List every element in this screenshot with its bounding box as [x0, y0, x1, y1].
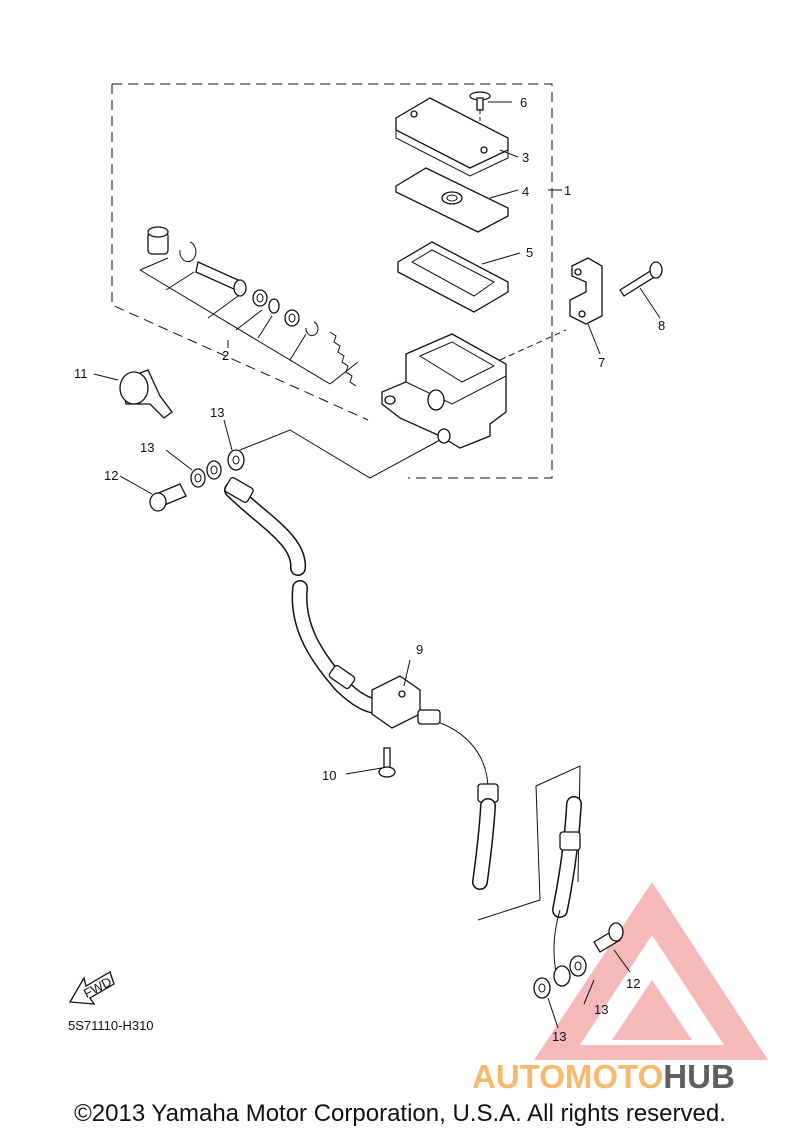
- part-2-piston-kit: [139, 226, 359, 387]
- fwd-arrow-icon: FWD: [68, 971, 115, 1005]
- copyright-notice: ©2013 Yamaha Motor Corporation, U.S.A. A…: [74, 1100, 726, 1127]
- callout-4: 4: [522, 184, 529, 199]
- callout-13d: 13: [552, 1029, 566, 1044]
- callout-5: 5: [526, 245, 533, 260]
- callout-8: 8: [658, 318, 665, 333]
- part-1-master-cylinder-body: [381, 333, 507, 449]
- leader-clamp: [499, 329, 567, 361]
- brake-hose-lower: [552, 796, 582, 973]
- part-4-diaphragm-plate: [395, 167, 509, 233]
- callout-3: 3: [522, 150, 529, 165]
- brake-hose-upper: [224, 477, 390, 715]
- watermark-text-part2: HUB: [663, 1058, 735, 1095]
- assembly-boundary: [111, 83, 553, 479]
- callout-2: 2: [222, 348, 229, 363]
- callout-13a: 13: [210, 405, 224, 420]
- part-10-bolt: [378, 747, 396, 778]
- callout-7: 7: [598, 355, 605, 370]
- watermark-text-part1: AUTOMOTO: [472, 1058, 664, 1095]
- callout-1: 1: [564, 183, 571, 198]
- watermark-logo-triangle: [534, 882, 768, 1060]
- watermark-text: AUTOMOTOHUB: [472, 1058, 735, 1096]
- brake-hose-middle: [417, 709, 499, 890]
- callout-12a: 12: [104, 468, 118, 483]
- callout-13b: 13: [140, 440, 154, 455]
- callout-6: 6: [520, 95, 527, 110]
- callout-10: 10: [322, 768, 336, 783]
- part-11-boot: [119, 369, 173, 419]
- fwd-label: FWD: [81, 974, 114, 1001]
- callout-13c: 13: [594, 1002, 608, 1017]
- callout-12b: 12: [626, 976, 640, 991]
- callout-9: 9: [416, 642, 423, 657]
- part-8-bolt: [619, 261, 663, 297]
- callout-11: 11: [74, 366, 88, 381]
- part-12-union-bolt-lower: [533, 922, 624, 999]
- callout-leaders: [93, 101, 661, 1029]
- leader-hose-to-body: [239, 429, 441, 479]
- part-3-reservoir-cap: [395, 97, 509, 177]
- part-5-gasket: [397, 241, 509, 313]
- diagram-code: 5S71110-H310: [68, 1018, 154, 1033]
- part-12-union-bolt-upper: [149, 449, 245, 512]
- part-7-holder-clamp: [569, 257, 603, 325]
- part-9-hose-guide: [371, 675, 421, 729]
